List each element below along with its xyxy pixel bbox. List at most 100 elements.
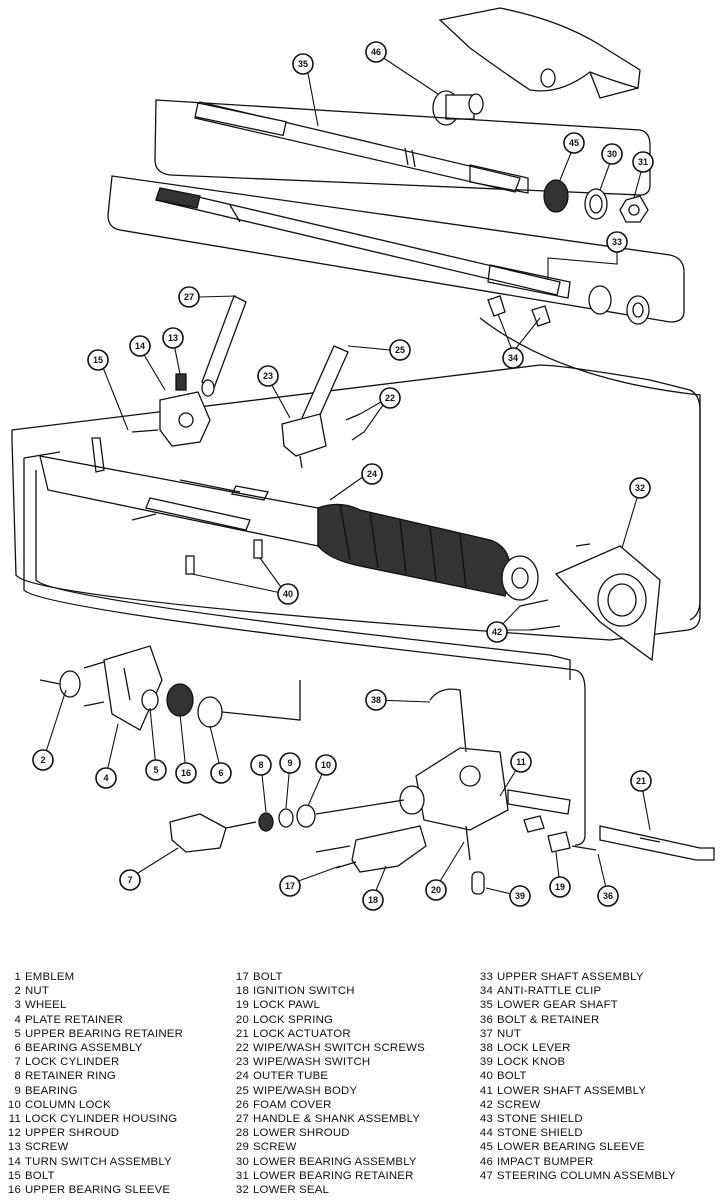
legend-item-number: 38 [479, 1042, 493, 1055]
svg-text:23: 23 [263, 371, 273, 381]
callout-38: 38 [365, 689, 387, 711]
legend-item-label: LOWER SHROUD [253, 1127, 350, 1140]
legend-item-number: 19 [235, 999, 249, 1012]
legend-item-number: 10 [7, 1098, 21, 1111]
svg-text:24: 24 [367, 469, 377, 479]
callout-8: 8 [250, 754, 272, 776]
legend-item: 10 COLUMN LOCK [2, 1098, 183, 1112]
svg-text:39: 39 [515, 891, 525, 901]
callout-40: 40 [277, 583, 299, 605]
legend-item-label: FOAM COVER [253, 1098, 332, 1111]
legend-item-label: STEERING COLUMN ASSEMBLY [497, 1169, 676, 1182]
legend-item-label: TURN SWITCH ASSEMBLY [25, 1155, 172, 1168]
legend-item-label: SCREW [497, 1098, 541, 1111]
legend-item-label: LOCK CYLINDER HOUSING [25, 1113, 178, 1126]
svg-text:38: 38 [371, 695, 381, 705]
legend-item-label: LOWER SEAL [253, 1184, 330, 1197]
stone-shield-illustration [438, 7, 641, 99]
panel-connector-right [479, 317, 701, 621]
legend-item-number: 13 [7, 1141, 21, 1154]
legend-item-number: 7 [14, 1056, 21, 1069]
lower-seal-illustration [519, 543, 661, 662]
legend-item-number: 34 [479, 985, 493, 998]
callout-39: 39 [509, 885, 531, 907]
legend-item-label: UPPER SHAFT ASSEMBLY [497, 971, 644, 983]
lower-bearing-parts [543, 179, 649, 223]
callout-17: 17 [279, 875, 301, 897]
callout-22: 22 [379, 387, 401, 409]
svg-text:17: 17 [285, 881, 295, 891]
legend-item-number: 27 [235, 1113, 249, 1126]
svg-text:32: 32 [635, 483, 645, 493]
callout-31: 31 [632, 151, 654, 173]
callout-32: 32 [629, 477, 651, 499]
legend-item-label: LOWER BEARING RETAINER [253, 1169, 414, 1182]
svg-text:20: 20 [431, 885, 441, 895]
legend-item-label: IGNITION SWITCH [253, 985, 355, 998]
legend-item-label: LOWER SHAFT ASSEMBLY [497, 1084, 647, 1097]
legend-item: 21 LOCK ACTUATOR [230, 1027, 425, 1041]
callout-4: 4 [95, 767, 117, 789]
legend-item-label: LOWER GEAR SHAFT [497, 999, 618, 1012]
legend-item-number: 31 [235, 1169, 249, 1182]
callout-27: 27 [178, 286, 200, 308]
ignition-switch-illustration [315, 825, 427, 873]
callout-45: 45 [563, 132, 585, 154]
exploded-view-diagram: 46 35 45 30 31 33 34 27 25 13 14 15 23 2… [11, 7, 715, 911]
legend-item-number: 41 [479, 1084, 493, 1097]
callout-18: 18 [362, 889, 384, 911]
legend-item-label: LOCK ACTUATOR [253, 1027, 351, 1040]
svg-text:2: 2 [40, 755, 45, 765]
lock-knob-illustration [465, 825, 485, 895]
svg-text:14: 14 [135, 341, 145, 351]
legend-item-label: UPPER SHROUD [25, 1127, 120, 1140]
svg-text:21: 21 [636, 776, 646, 786]
legend-item-label: HANDLE & SHANK ASSEMBLY [253, 1113, 421, 1126]
lock-actuator-illustration [523, 815, 715, 861]
svg-text:35: 35 [298, 59, 308, 69]
turn-switch-illustration [131, 373, 211, 447]
legend-item: 41 LOWER SHAFT ASSEMBLY [474, 1084, 676, 1098]
legend-item-number: 46 [479, 1155, 493, 1168]
legend-item-label: LOCK PAWL [253, 999, 320, 1012]
legend-item-number: 21 [235, 1027, 249, 1040]
callout-14: 14 [129, 335, 151, 357]
svg-text:19: 19 [555, 882, 565, 892]
upper-shaft-end-parts [487, 285, 650, 327]
svg-text:13: 13 [168, 333, 178, 343]
handle-and-shank-illustration [201, 295, 247, 397]
svg-text:46: 46 [371, 47, 381, 57]
svg-text:15: 15 [93, 355, 103, 365]
callout-42: 42 [486, 621, 508, 643]
callout-9: 9 [279, 752, 301, 774]
legend-item-number: 20 [235, 1013, 249, 1026]
legend-item-number: 15 [7, 1169, 21, 1182]
legend-item-label: BOLT & RETAINER [497, 1013, 600, 1026]
legend-item-label: LOCK LEVER [497, 1042, 571, 1055]
legend-item-number: 40 [479, 1070, 493, 1083]
legend-item-number: 22 [235, 1042, 249, 1055]
impact-bumper-illustration [432, 90, 484, 126]
legend-item-label: COLUMN LOCK [25, 1098, 111, 1111]
legend-item-number: 12 [7, 1127, 21, 1140]
callout-35: 35 [292, 53, 314, 75]
svg-text:25: 25 [395, 345, 405, 355]
